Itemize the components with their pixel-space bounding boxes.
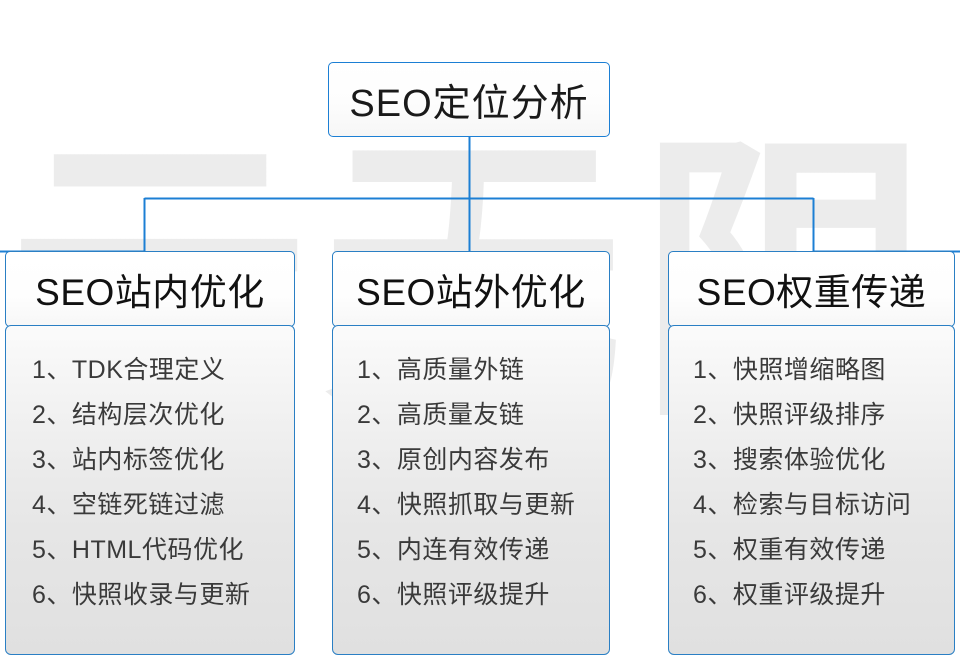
branch-header-label-2: SEO站外优化 — [356, 272, 586, 313]
list-item: 1、高质量外链 — [357, 356, 525, 384]
root-node-label: SEO定位分析 — [349, 83, 589, 125]
branch-item-list-3: 1、快照增缩略图 2、快照评级排序 3、搜索体验优化 4、检索与目标访问 5、权… — [669, 348, 954, 618]
list-item: 1、快照增缩略图 — [693, 356, 886, 384]
list-item: 3、原创内容发布 — [357, 446, 550, 474]
branch-body-1: 1、TDK合理定义 2、结构层次优化 3、站内标签优化 4、空链死链过滤 5、H… — [5, 325, 295, 655]
list-item: 3、站内标签优化 — [32, 446, 225, 474]
list-item: 1、TDK合理定义 — [32, 356, 226, 384]
branch-header-3[interactable]: SEO权重传递 — [668, 251, 955, 327]
root-node[interactable]: SEO定位分析 — [328, 62, 610, 137]
branch-column-2: SEO站外优化 1、高质量外链 2、高质量友链 3、原创内容发布 4、快照抓取与… — [332, 251, 610, 655]
list-item: 5、权重有效传递 — [693, 536, 886, 564]
branch-column-1: SEO站内优化 1、TDK合理定义 2、结构层次优化 3、站内标签优化 4、空链… — [5, 251, 295, 655]
branch-body-2: 1、高质量外链 2、高质量友链 3、原创内容发布 4、快照抓取与更新 5、内连有… — [332, 325, 610, 655]
list-item: 2、结构层次优化 — [32, 401, 225, 429]
branch-header-1[interactable]: SEO站内优化 — [5, 251, 295, 327]
list-item: 6、快照收录与更新 — [32, 581, 251, 609]
branch-item-list-2: 1、高质量外链 2、高质量友链 3、原创内容发布 4、快照抓取与更新 5、内连有… — [333, 348, 609, 618]
list-item: 6、快照评级提升 — [357, 581, 550, 609]
list-item: 4、空链死链过滤 — [32, 491, 225, 519]
branch-header-2[interactable]: SEO站外优化 — [332, 251, 610, 327]
branch-header-label-3: SEO权重传递 — [696, 272, 927, 313]
list-item: 5、HTML代码优化 — [32, 536, 244, 564]
list-item: 2、高质量友链 — [357, 401, 525, 429]
list-item: 2、快照评级排序 — [693, 401, 886, 429]
list-item: 4、检索与目标访问 — [693, 491, 912, 519]
list-item: 6、权重评级提升 — [693, 581, 886, 609]
list-item: 4、快照抓取与更新 — [357, 491, 576, 519]
branch-item-list-1: 1、TDK合理定义 2、结构层次优化 3、站内标签优化 4、空链死链过滤 5、H… — [6, 348, 294, 618]
list-item: 3、搜索体验优化 — [693, 446, 886, 474]
list-item: 5、内连有效传递 — [357, 536, 550, 564]
branch-body-3: 1、快照增缩略图 2、快照评级排序 3、搜索体验优化 4、检索与目标访问 5、权… — [668, 325, 955, 655]
diagram-canvas: 云无限 SEO定位分析 SEO站内优化 1、TDK合理定义 2、结构层次优化 3… — [0, 62, 960, 655]
branch-header-label-1: SEO站内优化 — [35, 272, 265, 313]
branch-column-3: SEO权重传递 1、快照增缩略图 2、快照评级排序 3、搜索体验优化 4、检索与… — [668, 251, 955, 655]
